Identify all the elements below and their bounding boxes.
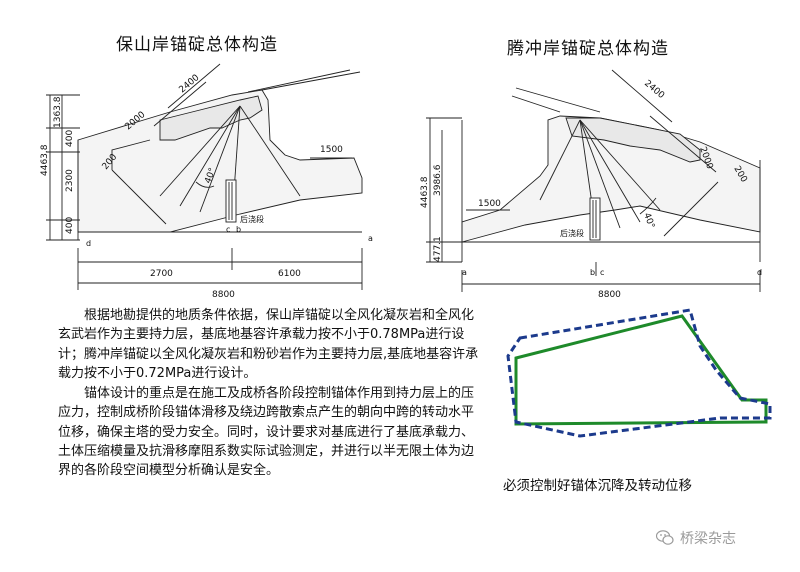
left-dim-6100: 6100 bbox=[278, 269, 301, 279]
left-dim-1363: 1363.8 bbox=[53, 96, 63, 128]
right-label-a: a bbox=[462, 268, 467, 277]
right-label-d: d bbox=[757, 268, 762, 277]
outline-caption: 必须控制好锚体沉降及转动位移 bbox=[503, 478, 692, 494]
left-dim-2400: 2400 bbox=[178, 73, 202, 96]
right-drawing-title: 腾冲岸锚碇总体构造 bbox=[507, 39, 669, 59]
left-dim-400-top: 400 bbox=[65, 130, 75, 147]
left-label-b: b bbox=[236, 225, 241, 234]
left-label-d: d bbox=[86, 239, 91, 248]
left-dim-1500: 1500 bbox=[320, 145, 343, 155]
left-label-pile: 后浇段 bbox=[240, 214, 264, 224]
left-label-c: c bbox=[226, 225, 230, 234]
left-dim-2300: 2300 bbox=[65, 169, 75, 192]
left-dim-4463: 4463.8 bbox=[40, 144, 50, 176]
right-dim-4463: 4463.8 bbox=[420, 176, 430, 208]
settlement-rotation-outline bbox=[506, 308, 772, 438]
left-drawing-title: 保山岸锚碇总体构造 bbox=[116, 35, 278, 55]
dashed-outline bbox=[506, 308, 772, 438]
right-label-pile: 后浇段 bbox=[560, 228, 584, 238]
left-dim-8800: 8800 bbox=[212, 290, 235, 300]
right-dim-2400: 2400 bbox=[642, 79, 666, 102]
wechat-icon bbox=[656, 530, 674, 545]
right-angle: 40° bbox=[641, 212, 656, 230]
right-label-c: c bbox=[600, 268, 604, 277]
paragraph-geology: 根据地勘提供的地质条件依据，保山岸锚碇以全风化凝灰岩和全风化玄武岩作为主要持力层… bbox=[58, 308, 479, 381]
left-label-a: a bbox=[368, 234, 373, 243]
watermark: 桥梁杂志 bbox=[656, 528, 736, 548]
right-anchorage-drawing bbox=[426, 69, 761, 292]
right-dim-477: 477.1 bbox=[433, 236, 443, 262]
watermark-text: 桥梁杂志 bbox=[680, 531, 736, 547]
right-label-b: b bbox=[590, 268, 595, 277]
solid-outline bbox=[514, 314, 768, 426]
right-dim-1500: 1500 bbox=[478, 199, 501, 209]
paragraph-design-focus: 锚体设计的重点是在施工及成桥各阶段控制锚体作用到持力层上的压应力，控制成桥阶段锚… bbox=[58, 386, 475, 479]
right-dim-3986: 3986.6 bbox=[433, 164, 443, 196]
left-dim-400-bottom: 400 bbox=[65, 217, 75, 234]
left-dim-2700: 2700 bbox=[150, 269, 173, 279]
right-dim-8800: 8800 bbox=[598, 290, 621, 300]
left-anchorage-drawing bbox=[46, 63, 363, 290]
